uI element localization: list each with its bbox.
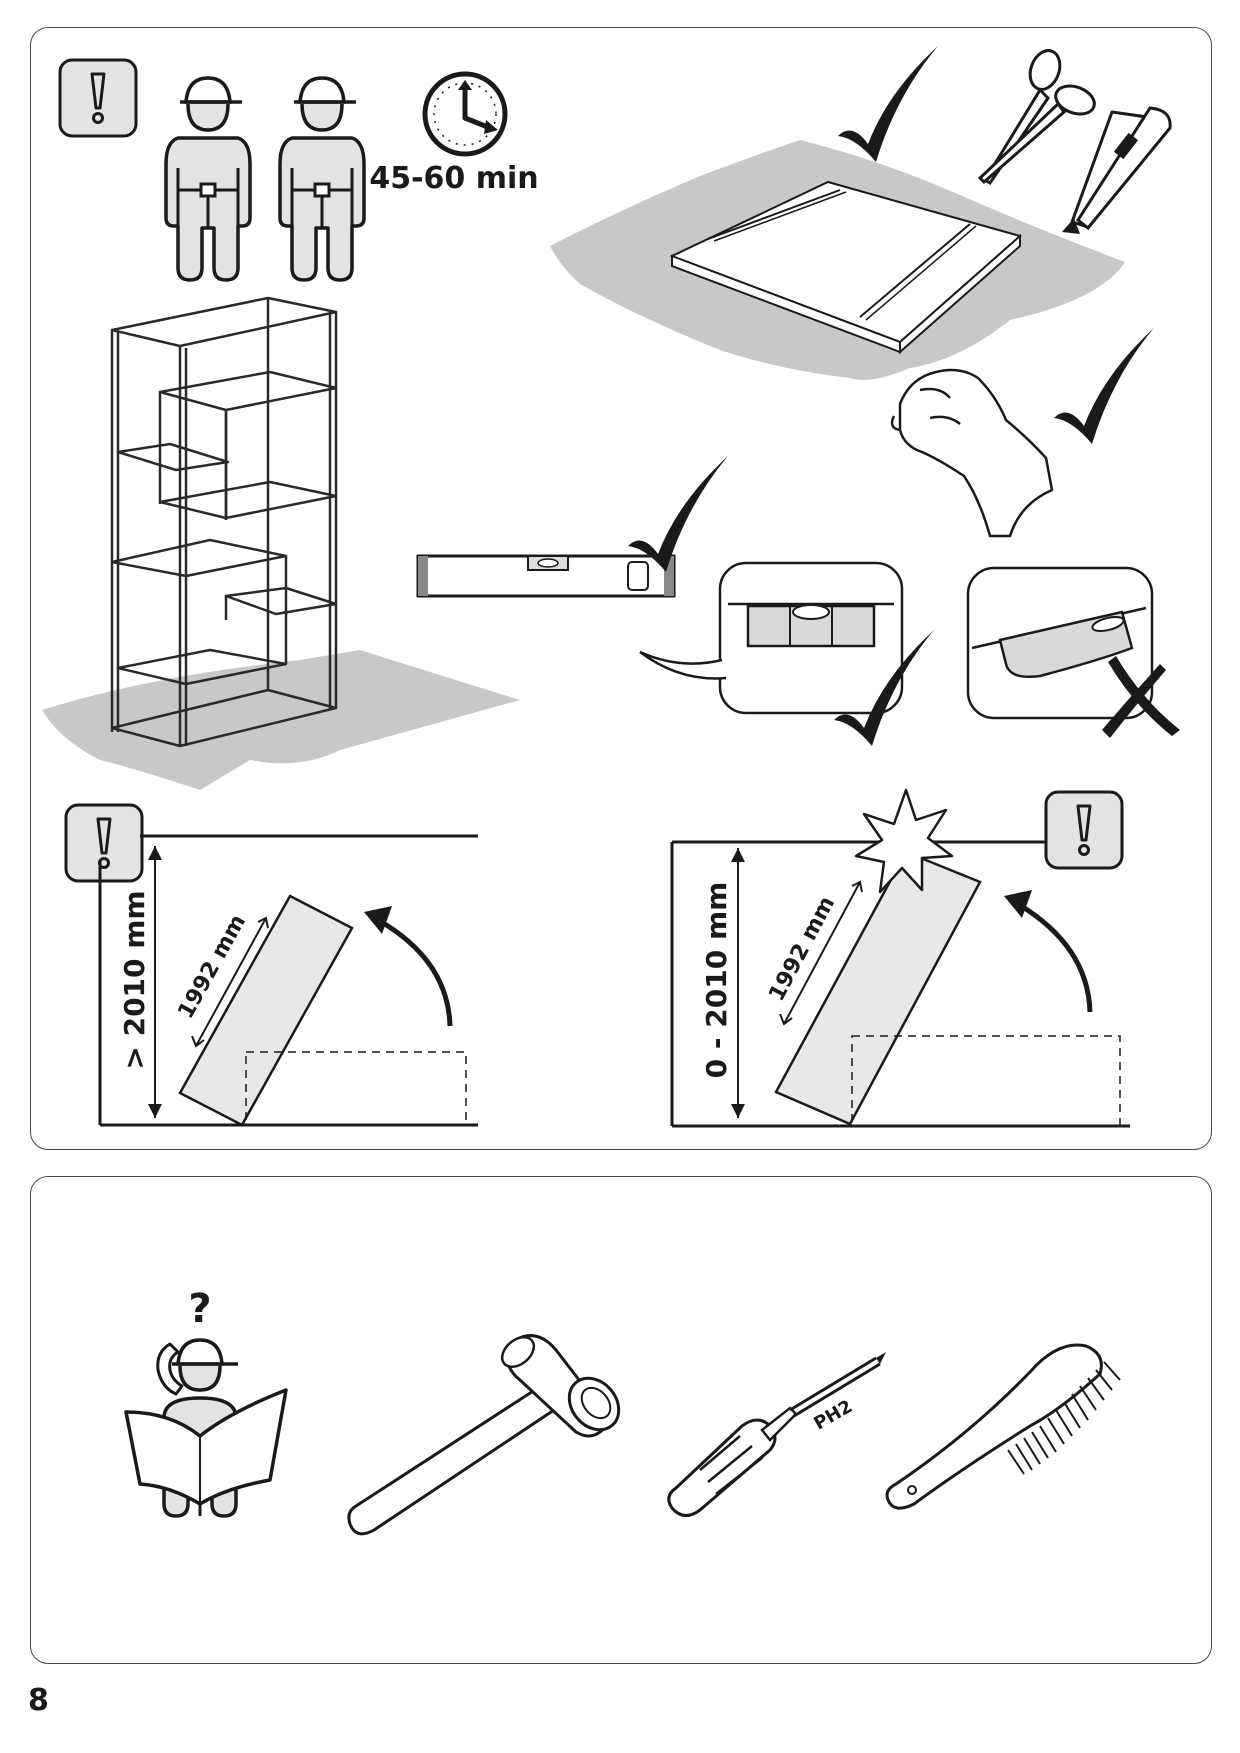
clock-icon	[422, 71, 508, 157]
screwdriver-icon	[667, 1352, 886, 1517]
clearance-height-bad: 0 - 2010 mm	[700, 882, 733, 1079]
clearance-diagram-bad	[670, 788, 1130, 1128]
shelf-unit-illustration	[42, 296, 520, 790]
level-detail-ok	[639, 561, 904, 715]
check-icon	[838, 46, 938, 162]
spirit-level-icon	[416, 554, 676, 598]
warning-icon	[64, 803, 144, 883]
phone-icon	[156, 1342, 184, 1396]
check-icon	[1054, 328, 1154, 444]
warning-icon	[58, 58, 138, 138]
page-number: 8	[28, 1683, 49, 1718]
help-question-mark: ?	[188, 1286, 211, 1332]
level-detail-bad	[966, 566, 1154, 720]
hand-illustration	[890, 368, 1054, 538]
cardboard-protection-illustration	[550, 140, 1125, 381]
clearance-diagram-ok	[98, 834, 478, 1127]
reading-manual-worker-icon	[124, 1338, 288, 1518]
cutter-icon	[1062, 106, 1172, 234]
scissors-icon	[977, 49, 1096, 186]
worker-icon	[278, 76, 366, 282]
assembly-duration: 45-60 min	[369, 161, 538, 196]
clearance-height-ok: > 2010 mm	[118, 890, 151, 1069]
cross-icon	[1102, 656, 1180, 738]
warning-icon	[1044, 790, 1124, 870]
wire-brush-icon	[885, 1343, 1121, 1510]
worker-icon	[164, 76, 252, 282]
hammer-icon	[347, 1334, 621, 1536]
